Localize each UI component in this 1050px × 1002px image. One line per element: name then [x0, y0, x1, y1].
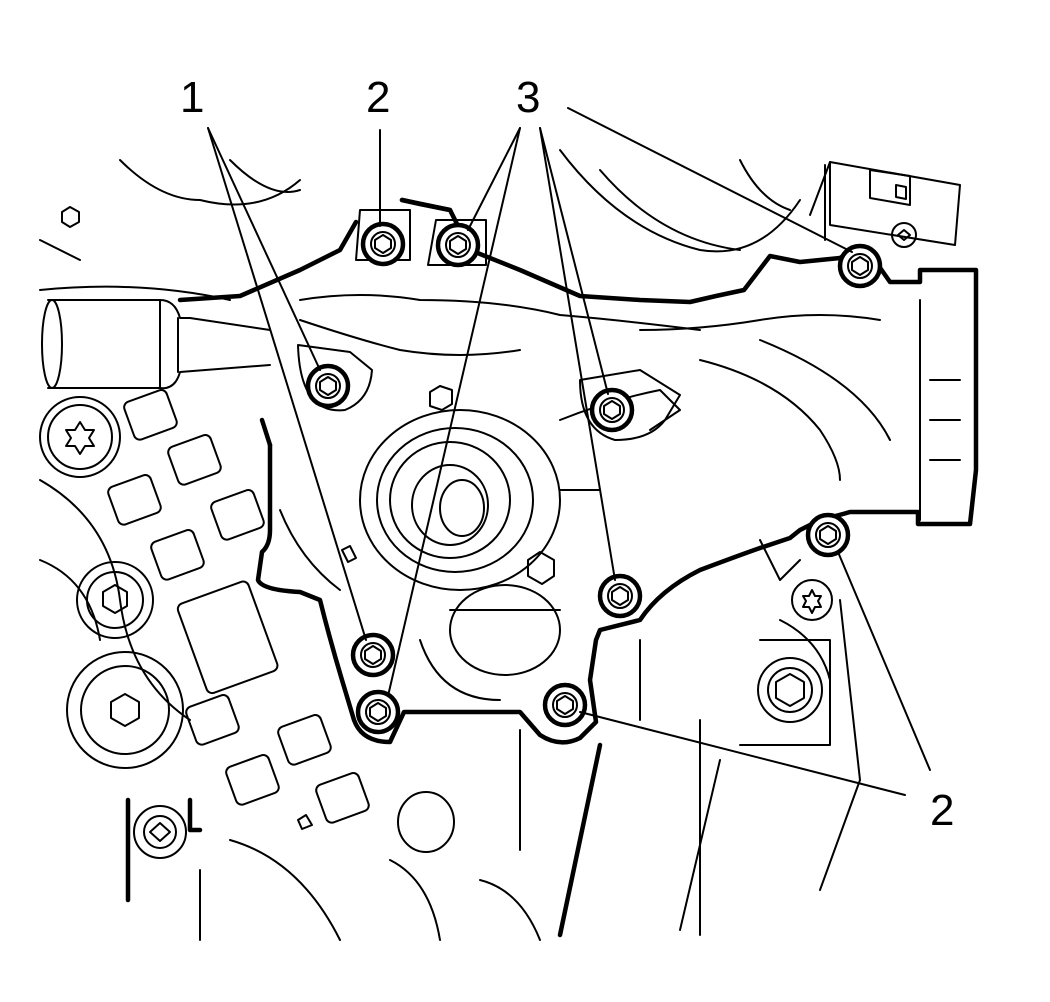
leader-1-upper — [207, 127, 321, 371]
callout-label-3: 3 — [516, 73, 540, 122]
leader-1-lower — [207, 127, 367, 641]
bolt-left-upper — [305, 363, 351, 409]
leader-3-d — [539, 127, 616, 581]
leader-2-bottom — [579, 711, 906, 796]
bolts — [305, 221, 883, 735]
callout-labels: 1 2 3 2 — [180, 73, 954, 835]
bolt-center-right — [589, 387, 635, 433]
leader-3-e — [567, 107, 853, 253]
bolt-top-left — [360, 221, 406, 267]
leader-3-c — [539, 127, 609, 395]
engine-block-linework — [39, 149, 961, 941]
bolt-center-lower — [597, 573, 643, 619]
bolt-bottom-left — [355, 689, 401, 735]
bolt-bottom-mid — [542, 682, 588, 728]
callout-label-1: 1 — [180, 73, 204, 122]
bolt-left-lower — [350, 632, 396, 678]
leader-lines — [207, 107, 931, 796]
leader-2-right — [837, 551, 931, 771]
bolt-right-lower — [805, 512, 851, 558]
pump-housing-details — [279, 209, 961, 701]
callout-label-2-top: 2 — [366, 73, 390, 122]
bolt-top-mid — [435, 222, 481, 268]
leader-3-a — [467, 127, 521, 231]
bolt-top-right — [837, 243, 883, 289]
leader-3-b — [387, 127, 521, 697]
callout-label-2-bottom: 2 — [930, 786, 954, 835]
